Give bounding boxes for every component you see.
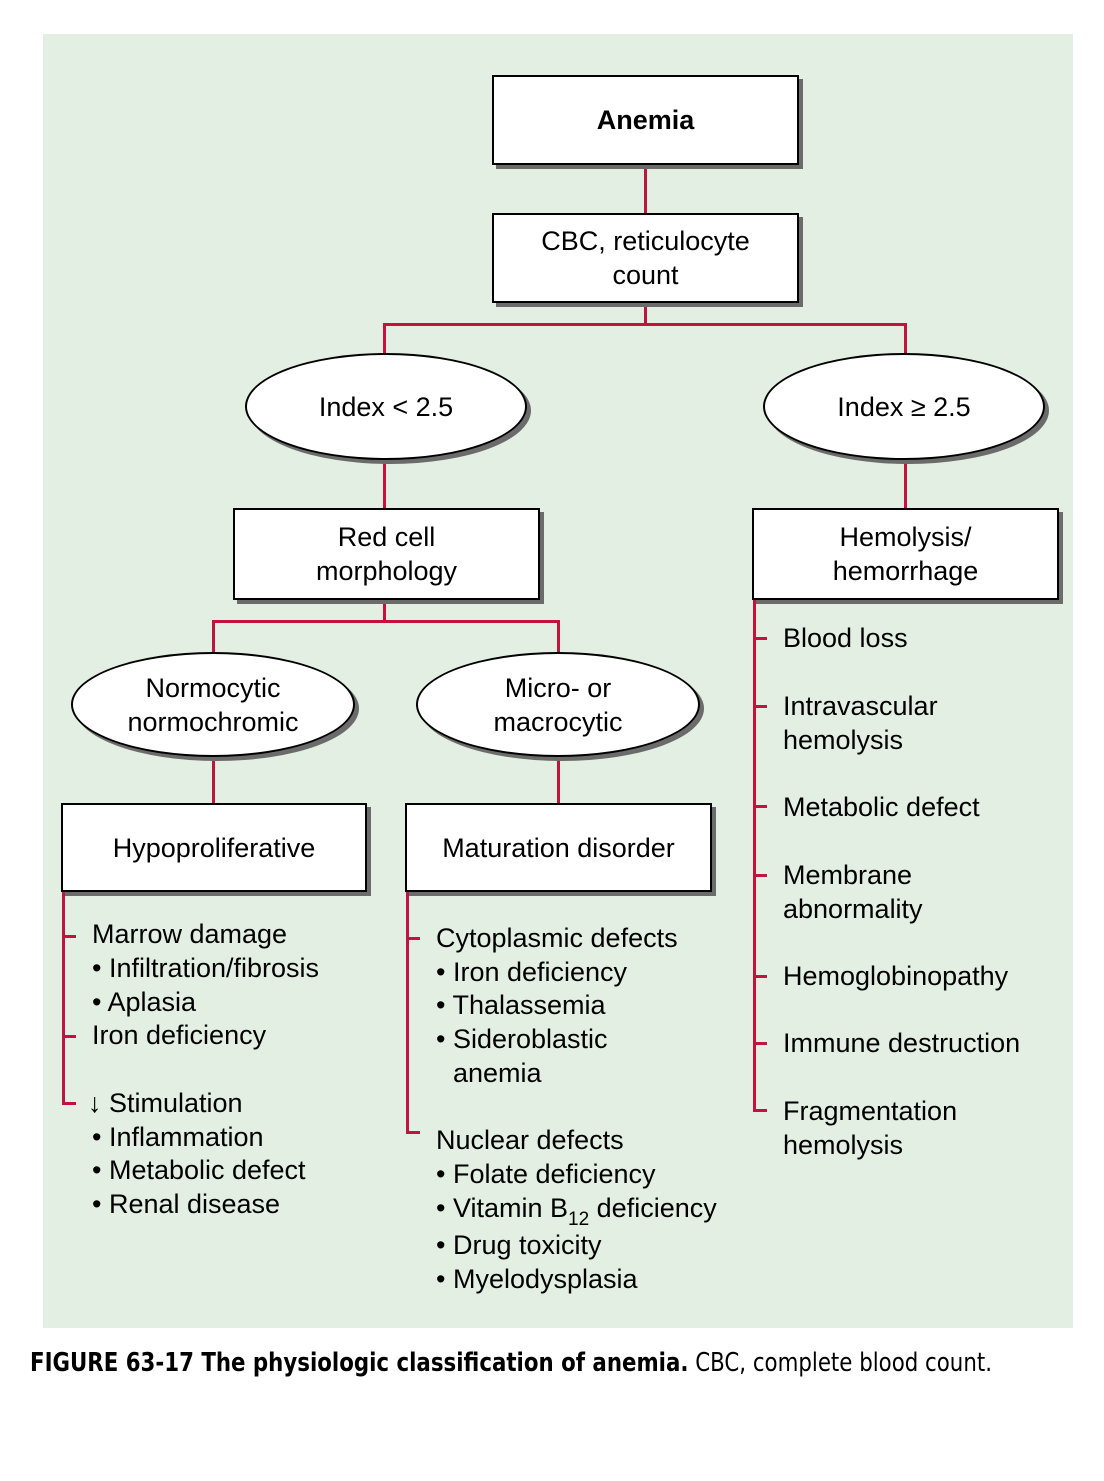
list-subitem: • Aplasia bbox=[92, 987, 197, 1017]
vitamin-subscript: 12 bbox=[568, 1209, 590, 1230]
connector-to-index-low bbox=[383, 323, 386, 353]
connector-redcell-down bbox=[383, 600, 386, 622]
list-item-intravascular: Intravascular bbox=[783, 691, 938, 721]
list-item-marrow-damage: Marrow damage bbox=[92, 919, 288, 949]
bracket-hemolysis-tick bbox=[753, 975, 767, 978]
node-maturation-disorder: Maturation disorder bbox=[405, 803, 712, 892]
node-cbc-line2: count bbox=[612, 260, 679, 290]
bracket-hypo-tick bbox=[62, 1102, 76, 1105]
bracket-hemolysis-tick bbox=[753, 874, 767, 877]
connector-to-micro bbox=[557, 620, 560, 652]
bracket-hemolysis-tick bbox=[753, 805, 767, 808]
list-item-immune-destruction: Immune destruction bbox=[783, 1028, 1021, 1058]
list-subitem: • Renal disease bbox=[92, 1189, 281, 1219]
list-item-iron-deficiency: Iron deficiency bbox=[92, 1020, 267, 1050]
node-anemia-label: Anemia bbox=[596, 105, 695, 135]
vitamin-suffix: deficiency bbox=[589, 1193, 717, 1223]
list-subitem-continued: anemia bbox=[453, 1058, 542, 1088]
node-normocytic-line2: normochromic bbox=[127, 706, 299, 737]
node-red-cell-line1: Red cell bbox=[337, 522, 436, 552]
bracket-hypo-tick bbox=[62, 935, 76, 938]
list-item-fragmentation-line2: hemolysis bbox=[783, 1130, 904, 1160]
caption-rest: CBC, complete blood count. bbox=[688, 1348, 992, 1378]
node-hypoproliferative: Hypoproliferative bbox=[61, 803, 367, 892]
list-subitem: • Inflammation bbox=[92, 1122, 264, 1152]
list-item-stimulation: ↓ Stimulation bbox=[88, 1088, 243, 1118]
bracket-maturation-tick bbox=[406, 1131, 420, 1134]
connector-micro-maturation bbox=[557, 757, 560, 803]
list-subitem: • Myelodysplasia bbox=[436, 1264, 638, 1294]
node-index-low-label: Index < 2.5 bbox=[318, 391, 454, 422]
list-subitem: • Sideroblastic bbox=[436, 1024, 608, 1054]
list-subitem: • Metabolic defect bbox=[92, 1155, 306, 1185]
list-item-membrane-line2: abnormality bbox=[783, 894, 923, 924]
node-micro-line1: Micro- or bbox=[504, 672, 612, 703]
bracket-hemolysis-tick bbox=[753, 1042, 767, 1045]
connector-redcell-split bbox=[212, 620, 560, 623]
connector-index-low-redcell bbox=[383, 460, 386, 510]
list-subitem: • Folate deficiency bbox=[436, 1159, 656, 1189]
node-hypoproliferative-label: Hypoproliferative bbox=[112, 832, 316, 863]
node-maturation-label: Maturation disorder bbox=[442, 832, 675, 863]
node-micro-line2: macrocytic bbox=[493, 706, 623, 737]
list-subitem: • Iron deficiency bbox=[436, 957, 628, 987]
bracket-maturation-tick bbox=[406, 937, 420, 940]
list-item-blood-loss: Blood loss bbox=[783, 623, 908, 653]
list-item-cytoplasmic-defects: Cytoplasmic defects bbox=[436, 923, 678, 953]
node-cbc-line1: CBC, reticulocyte bbox=[541, 226, 750, 256]
bracket-hemolysis-tick bbox=[753, 705, 767, 708]
node-red-cell-line2: morphology bbox=[315, 556, 458, 586]
list-subitem: • Drug toxicity bbox=[436, 1230, 602, 1260]
list-item-hemoglobinopathy: Hemoglobinopathy bbox=[783, 961, 1009, 991]
connector-to-index-high bbox=[904, 323, 907, 353]
node-normocytic-line1: Normocytic bbox=[145, 672, 281, 703]
bracket-maturation-vertical bbox=[406, 892, 409, 1134]
bracket-hypo-tick bbox=[62, 1035, 76, 1038]
list-item-fragmentation: Fragmentation bbox=[783, 1096, 958, 1126]
list-item-nuclear-defects: Nuclear defects bbox=[436, 1125, 624, 1155]
node-micro-macrocytic: Micro- or macrocytic bbox=[416, 652, 700, 757]
node-hemolysis-hemorrhage: Hemolysis/ hemorrhage bbox=[752, 508, 1059, 600]
node-index-low: Index < 2.5 bbox=[245, 353, 527, 460]
vitamin-prefix: • Vitamin B bbox=[436, 1193, 569, 1223]
node-index-high: Index ≥ 2.5 bbox=[763, 353, 1045, 460]
bracket-hypo-vertical bbox=[62, 892, 65, 1105]
list-item-metabolic-defect: Metabolic defect bbox=[783, 792, 980, 822]
node-index-high-label: Index ≥ 2.5 bbox=[837, 391, 971, 422]
node-anemia: Anemia bbox=[492, 75, 799, 165]
connector-cbc-down bbox=[644, 303, 647, 325]
node-hemolysis-line2: hemorrhage bbox=[832, 556, 979, 586]
list-subitem-vitamin-b12: • Vitamin B12 deficiency bbox=[436, 1191, 717, 1230]
connector-cbc-split bbox=[383, 323, 907, 326]
bracket-hemolysis-vertical bbox=[753, 600, 756, 1112]
list-subitem: • Infiltration/fibrosis bbox=[92, 953, 320, 983]
node-normocytic: Normocytic normochromic bbox=[71, 652, 355, 757]
bracket-hemolysis-tick bbox=[753, 1109, 767, 1112]
node-hemolysis-line1: Hemolysis/ bbox=[839, 522, 972, 552]
connector-index-high-hemolysis bbox=[904, 460, 907, 510]
connector-to-normocytic bbox=[212, 620, 215, 652]
node-cbc: CBC, reticulocyte count bbox=[492, 213, 799, 303]
connector-anemia-cbc bbox=[644, 165, 647, 215]
bracket-hemolysis-tick bbox=[753, 637, 767, 640]
list-subitem: • Thalassemia bbox=[436, 990, 606, 1020]
figure-caption: FIGURE 63-17 The physiologic classificat… bbox=[30, 1346, 992, 1380]
list-item-membrane: Membrane bbox=[783, 860, 913, 890]
list-item-intravascular-line2: hemolysis bbox=[783, 725, 904, 755]
caption-bold: FIGURE 63-17 The physiologic classificat… bbox=[30, 1348, 689, 1378]
node-red-cell-morphology: Red cell morphology bbox=[233, 508, 540, 600]
connector-normocytic-hypo bbox=[212, 757, 215, 803]
